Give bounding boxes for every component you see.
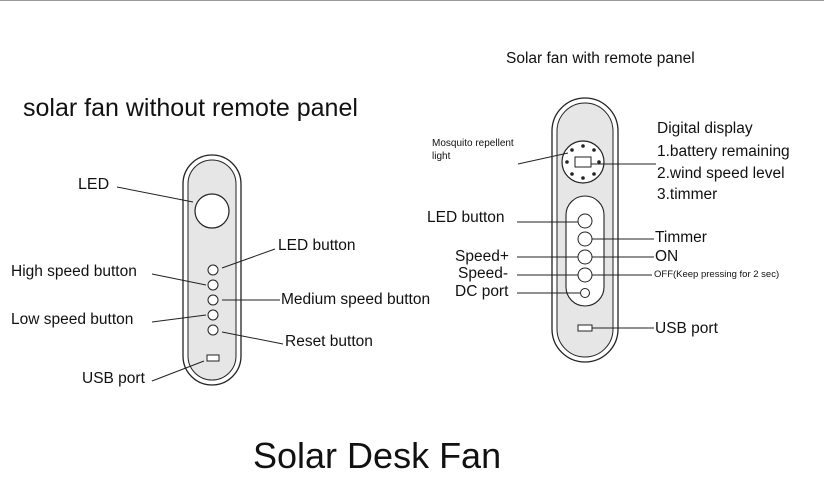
leader-high-speed <box>151 273 207 286</box>
leader-low-speed <box>151 314 207 323</box>
leader-led-button <box>221 248 276 269</box>
right-device <box>551 97 619 363</box>
label-off: OFF(Keep pressing for 2 sec) <box>654 269 780 280</box>
label-on: ON <box>655 248 679 265</box>
left-device <box>182 154 242 386</box>
label-timmer: Timmer <box>655 229 707 246</box>
right-panel-title: Solar fan with remote panel <box>506 50 695 67</box>
right-dc-port <box>580 288 590 298</box>
label-low-speed-button: Low speed button <box>11 311 134 328</box>
left-usb-port <box>206 354 220 362</box>
right-speed-plus-button <box>577 249 593 265</box>
mosquito-light-dots <box>565 144 601 180</box>
label-right-led-button: LED button <box>427 209 505 226</box>
mosquito-label-line1: Mosquito repellent <box>432 138 514 149</box>
left-led <box>194 193 230 229</box>
right-speed-minus-button <box>577 267 593 283</box>
digital-display-item-1: 1.battery remaining <box>657 143 790 160</box>
label-medium-speed-button: Medium speed button <box>281 291 431 308</box>
right-digital-display <box>574 156 592 168</box>
main-title: Solar Desk Fan <box>253 435 502 476</box>
left-panel-title: solar fan without remote panel <box>23 94 358 122</box>
leader-reset <box>221 331 284 345</box>
label-reset-button: Reset button <box>285 333 373 350</box>
label-speed-plus: Speed+ <box>455 248 509 265</box>
digital-display-item-2: 2.wind speed level <box>657 165 785 182</box>
left-medium-speed-button <box>207 294 219 306</box>
left-reset-button <box>207 324 219 336</box>
left-low-speed-button <box>207 309 219 321</box>
left-high-speed-button <box>207 279 219 291</box>
label-dc-port: DC port <box>455 283 509 300</box>
label-left-usb-port: USB port <box>82 370 145 387</box>
label-speed-minus: Speed- <box>458 265 508 282</box>
right-leader-lines <box>517 152 656 329</box>
top-rule <box>0 0 824 1</box>
right-usb-port <box>577 324 593 332</box>
label-led-button: LED button <box>278 237 356 254</box>
left-led-button <box>207 264 219 276</box>
label-right-usb-port: USB port <box>655 320 718 337</box>
right-led-button <box>577 213 593 229</box>
right-timmer-button <box>577 231 593 247</box>
label-led: LED <box>78 176 110 193</box>
digital-display-heading: Digital display <box>657 120 753 137</box>
leader-mosquito <box>517 152 569 165</box>
digital-display-item-3: 3.timmer <box>657 186 718 203</box>
mosquito-label-line2: light <box>432 151 451 162</box>
leader-led <box>116 186 194 203</box>
label-high-speed-button: High speed button <box>11 263 137 280</box>
left-leader-lines <box>116 186 284 382</box>
leader-usb-port <box>151 360 205 382</box>
